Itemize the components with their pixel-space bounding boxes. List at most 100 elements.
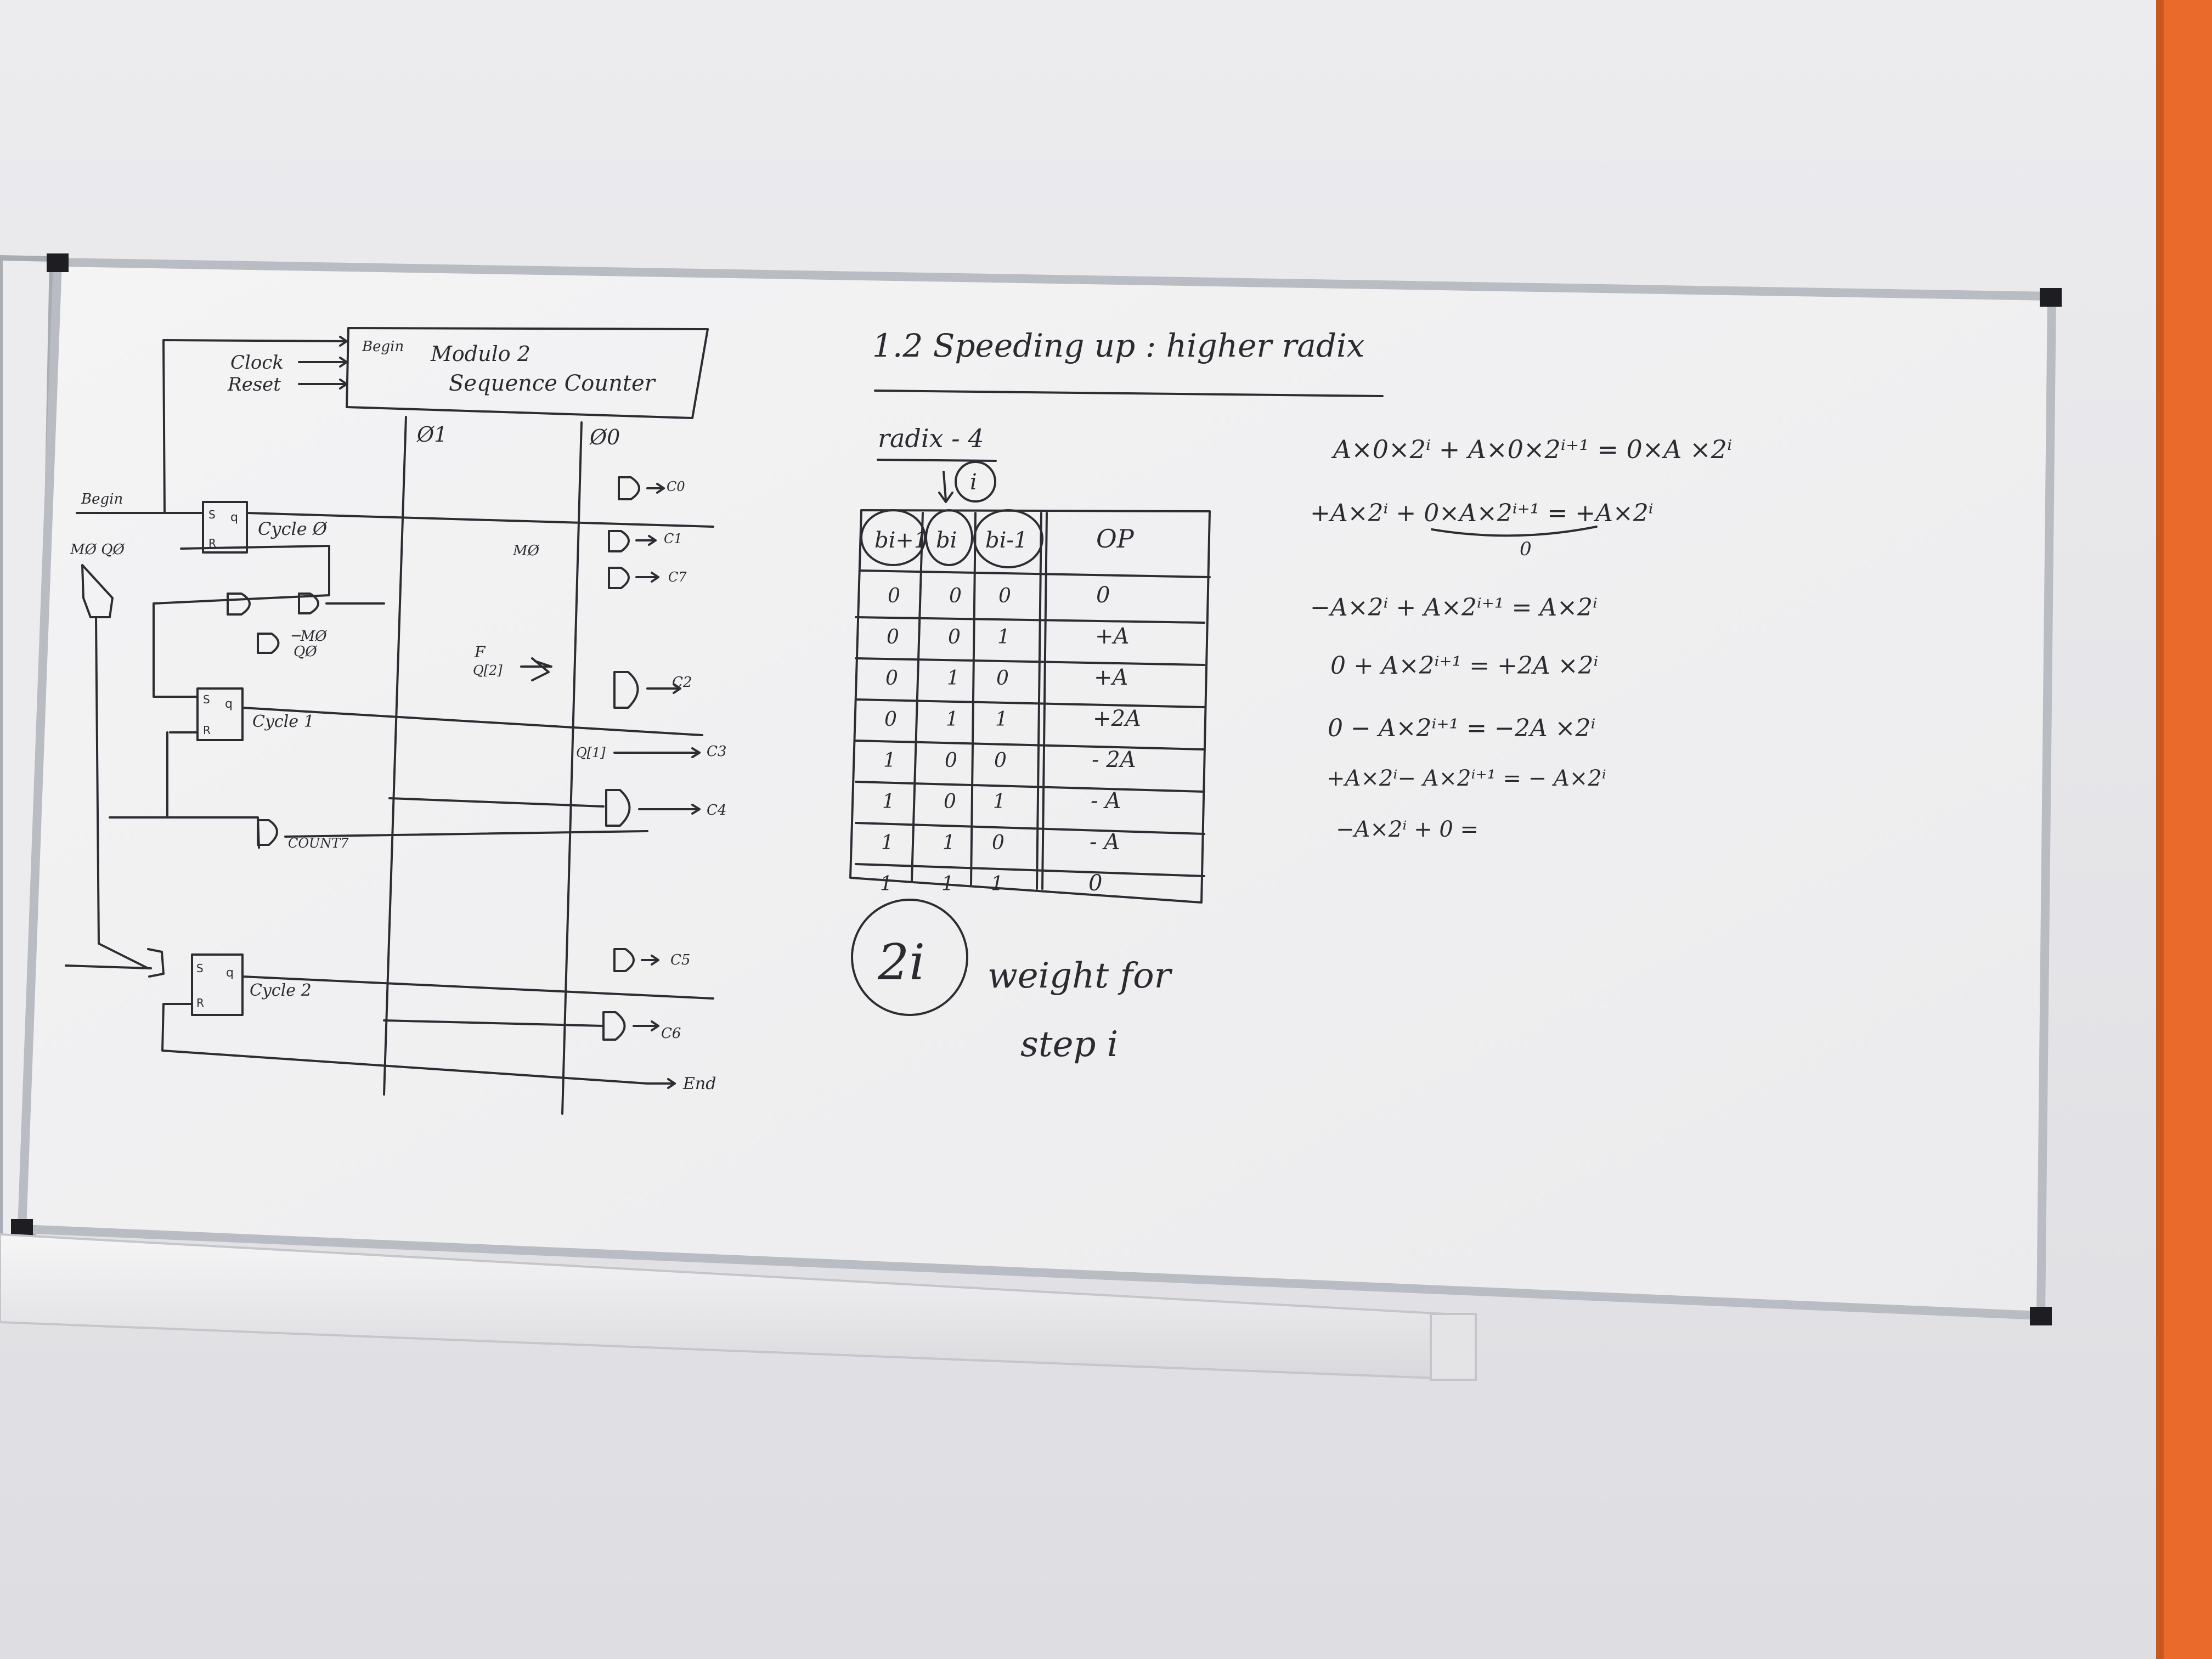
table-cell: 0 xyxy=(992,832,1005,854)
table-row-divider xyxy=(855,863,1205,877)
counter-title-line2: Sequence Counter xyxy=(449,371,657,396)
equation-line: −A×2ⁱ + 0 = xyxy=(1336,817,1479,842)
table-cell: 1 xyxy=(881,832,894,854)
table-cell: 1 xyxy=(997,626,1010,648)
cycle0-label: Cycle Ø xyxy=(258,518,328,539)
table-cell: 0 xyxy=(998,585,1011,607)
cycle2-q-pin: q xyxy=(226,966,234,980)
table-row-divider xyxy=(855,657,1205,666)
table-row-divider xyxy=(855,698,1205,708)
whiteboard xyxy=(18,258,2056,1320)
control-circuit: Begin Modulo 2 Sequence Counter Clock Re… xyxy=(65,327,726,1115)
cycle2-label: Cycle 2 xyxy=(250,981,312,1000)
table-cell: 1 xyxy=(946,708,958,731)
equation-line: +A×2ⁱ− A×2ⁱ⁺¹ = − A×2ⁱ xyxy=(1327,766,1606,791)
cycle1-flipflop xyxy=(196,687,244,741)
cycle0-r-pin: R xyxy=(208,537,216,550)
begin-input-label: Begin xyxy=(81,491,123,507)
table-row-divider xyxy=(855,822,1205,835)
m0-bottom-label: ─MØ xyxy=(291,628,327,645)
table-cell: 0 xyxy=(1096,583,1110,608)
table-cell: +A xyxy=(1095,624,1129,649)
cycle2-r-pin: R xyxy=(196,996,204,1009)
table-header-3: OP xyxy=(1096,524,1135,554)
table-row-divider xyxy=(855,781,1205,793)
equation-line: 0 xyxy=(1520,538,1532,560)
c6-label: C6 xyxy=(661,1025,681,1042)
table-cell: 1 xyxy=(943,832,955,854)
table-cell: 1 xyxy=(880,873,893,895)
q1-label: Q[1] xyxy=(576,745,606,760)
cycle0-q-pin: q xyxy=(230,511,238,524)
table-cell: 0 xyxy=(1088,871,1102,896)
table-cell: 0 xyxy=(885,667,898,690)
equation-line: A×0×2ⁱ + A×0×2ⁱ⁺¹ = 0×A ×2ⁱ xyxy=(1331,435,1732,464)
section-title: 1.2 Speeding up : higher radix xyxy=(872,327,1364,364)
table-row: 0 1 1 +2A xyxy=(855,698,1205,731)
equation-line: −A×2ⁱ + A×2ⁱ⁺¹ = A×2ⁱ xyxy=(1310,594,1598,622)
c2-label: C2 xyxy=(672,674,692,691)
table-cell: +A xyxy=(1094,665,1128,690)
c4-label: C4 xyxy=(707,802,726,819)
count7-label: COUNT7 xyxy=(288,836,349,851)
q2-label: Q[2] xyxy=(473,663,503,678)
note-line2: step i xyxy=(1020,1024,1118,1065)
equation-line: 0 + A×2ⁱ⁺¹ = +2A ×2ⁱ xyxy=(1330,652,1598,680)
c5-label: C5 xyxy=(670,952,690,968)
table-row: 0 1 0 +A xyxy=(855,657,1205,690)
c1-label: C1 xyxy=(664,531,682,546)
table-cell: 1 xyxy=(883,749,896,772)
phi1-label: Ø1 xyxy=(416,422,447,447)
table-row: 1 1 0 - A xyxy=(855,822,1205,855)
orange-strip xyxy=(2156,0,2212,1659)
cycle0-flipflop xyxy=(202,501,248,554)
table-row-divider xyxy=(855,616,1205,624)
cycle1-label: Cycle 1 xyxy=(252,712,314,731)
m0-mid-label: MØ xyxy=(512,543,540,559)
table-cell: 0 xyxy=(994,749,1007,772)
table-cell: 1 xyxy=(991,873,1003,895)
table-cell: 0 xyxy=(888,585,900,607)
table-cell: 0 xyxy=(945,749,957,772)
table-cell: 1 xyxy=(995,708,1008,731)
table-cell: +2A xyxy=(1093,706,1141,731)
table-cell: 0 xyxy=(996,667,1009,690)
radix4-table xyxy=(849,509,1211,904)
table-row: 1 1 1 0 xyxy=(855,863,1205,896)
table-header-0: bi+1 xyxy=(874,528,928,553)
table-cell: 1 xyxy=(993,791,1006,813)
table-cell: - A xyxy=(1091,788,1121,814)
equations: A×0×2ⁱ + A×0×2ⁱ⁺¹ = 0×A ×2ⁱ +A×2ⁱ + 0×A×2… xyxy=(1310,435,1732,842)
cycle2-flipflop xyxy=(191,953,244,1016)
radix-label: radix - 4 xyxy=(878,424,984,453)
clock-label: Clock xyxy=(230,352,284,374)
f-label: F xyxy=(474,643,486,661)
table-cell: 0 xyxy=(884,708,897,731)
weight-circle-text: 2i xyxy=(877,934,925,991)
phi0-line xyxy=(561,421,583,1115)
counter-begin-label: Begin xyxy=(362,338,404,355)
q0-bottom-label: QØ xyxy=(294,644,317,660)
equation-line: 0 − A×2ⁱ⁺¹ = −2A ×2ⁱ xyxy=(1328,714,1595,742)
table-row-divider xyxy=(855,740,1205,751)
table-cell: 1 xyxy=(941,873,954,895)
table-cell: - A xyxy=(1090,830,1120,855)
table-row: 0 0 0 0 xyxy=(888,583,1110,608)
note-line1: weight for xyxy=(988,956,1173,996)
table-cell: 0 xyxy=(887,626,899,648)
table-cell: 0 xyxy=(949,585,962,607)
equation-line: +A×2ⁱ + 0×A×2ⁱ⁺¹ = +A×2ⁱ xyxy=(1310,499,1654,527)
table-cell: 1 xyxy=(947,667,960,690)
table-header-2: bi-1 xyxy=(985,528,1028,553)
table-header-1: bi xyxy=(936,528,957,553)
table-header-row: bi+1 bi bi-1 OP xyxy=(874,524,1135,554)
sequence-counter-box xyxy=(346,327,709,419)
table-cell: - 2A xyxy=(1092,747,1136,772)
c3-label: C3 xyxy=(707,743,726,760)
c0-label: C0 xyxy=(667,479,685,494)
table-row: 1 0 0 - 2A xyxy=(855,740,1205,772)
